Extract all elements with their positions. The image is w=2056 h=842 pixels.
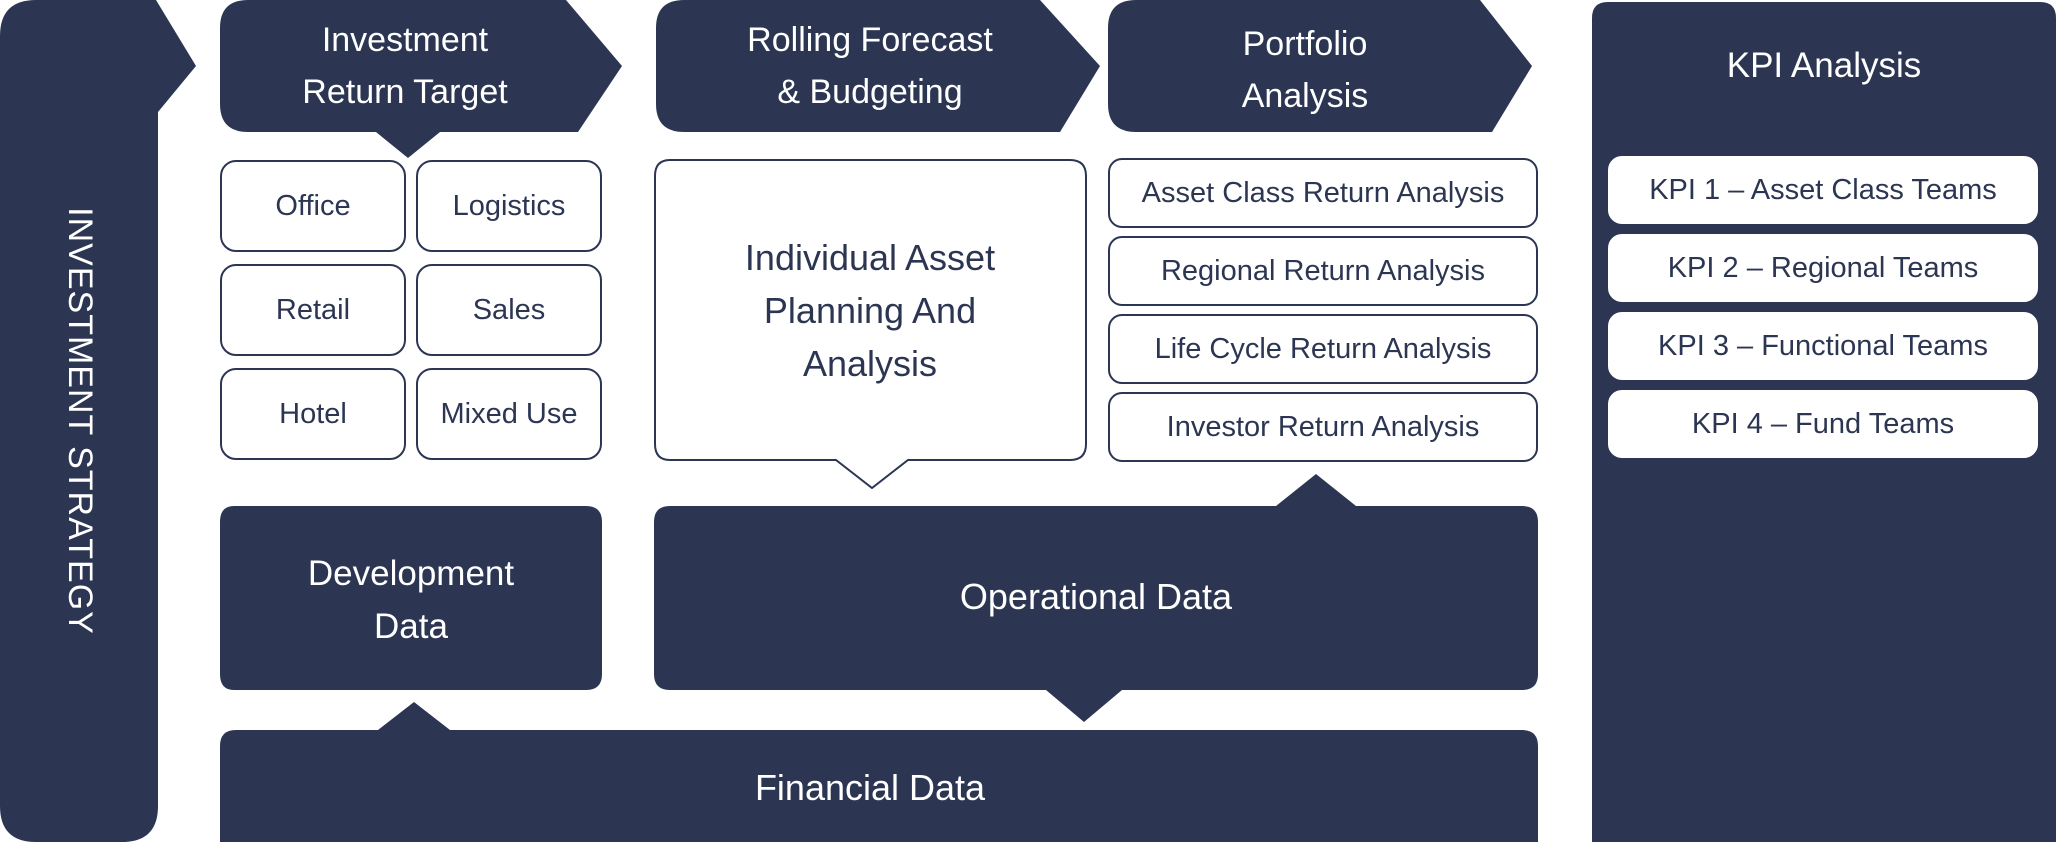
kpi-item-4: KPI 4 – Fund Teams bbox=[1608, 390, 2038, 458]
asset-class-sales: Sales bbox=[416, 264, 602, 356]
operational-data-label: Operational Data bbox=[959, 576, 1233, 617]
investment-strategy-pillar bbox=[0, 0, 196, 842]
portfolio-item-investor: Investor Return Analysis bbox=[1108, 392, 1538, 462]
financial-data-label: Financial Data bbox=[754, 767, 986, 808]
portfolio-analysis-title: Portfolio Analysis bbox=[1241, 25, 1369, 115]
rolling-forecast-title: Rolling Forecast & Budgeting bbox=[747, 21, 993, 111]
individual-asset-shape bbox=[654, 159, 1087, 490]
financial-data-shape bbox=[220, 702, 1538, 842]
asset-class-office: Office bbox=[220, 160, 406, 252]
individual-asset-label: Individual Asset Planning And Analysis bbox=[744, 236, 996, 384]
portfolio-item-asset-class: Asset Class Return Analysis bbox=[1108, 158, 1538, 228]
kpi-item-1: KPI 1 – Asset Class Teams bbox=[1608, 156, 2038, 224]
operational-data-shape bbox=[654, 474, 1538, 722]
development-data-shape bbox=[220, 506, 602, 690]
portfolio-analysis-shape bbox=[1108, 0, 1532, 132]
kpi-item-2: KPI 2 – Regional Teams bbox=[1608, 234, 2038, 302]
kpi-item-3: KPI 3 – Functional Teams bbox=[1608, 312, 2038, 380]
asset-class-mixed-use: Mixed Use bbox=[416, 368, 602, 460]
asset-class-logistics: Logistics bbox=[416, 160, 602, 252]
investment-return-target-shape bbox=[220, 0, 622, 158]
asset-class-hotel: Hotel bbox=[220, 368, 406, 460]
development-data-label: Development Data bbox=[307, 554, 515, 646]
portfolio-item-life-cycle: Life Cycle Return Analysis bbox=[1108, 314, 1538, 384]
investment-return-target-title: Investment Return Target bbox=[302, 21, 508, 111]
portfolio-item-regional: Regional Return Analysis bbox=[1108, 236, 1538, 306]
kpi-title: KPI Analysis bbox=[1726, 46, 1922, 85]
asset-class-retail: Retail bbox=[220, 264, 406, 356]
investment-strategy-label: INVESTMENT STRATEGY bbox=[61, 207, 100, 635]
rolling-forecast-shape bbox=[656, 0, 1100, 132]
